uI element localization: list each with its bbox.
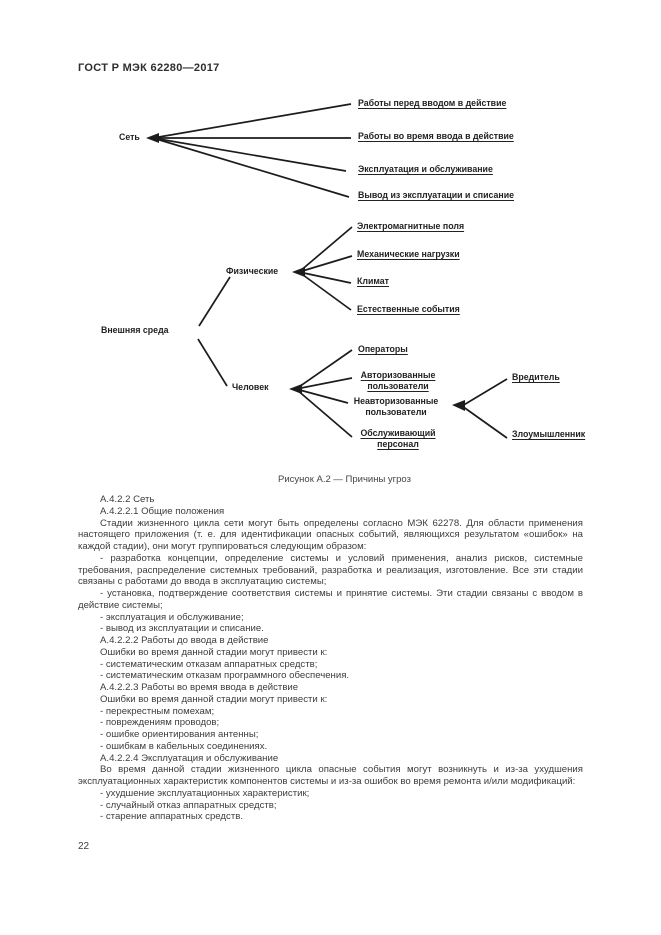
leaf-operation-and-maintenance: Эксплуатация и обслуживание — [358, 164, 493, 174]
list-item: - перекрестным помехам; — [100, 705, 215, 717]
list-item: - вывод из эксплуатации и списание. — [100, 623, 264, 635]
section-heading: А.4.2.2.1 Общие положения — [100, 505, 225, 517]
list-item: - повреждениям проводов; — [100, 717, 220, 729]
leaf-electromagnetic-fields: Электромагнитные поля — [357, 221, 465, 231]
paragraph: Ошибки во время данной стадии могут прив… — [100, 646, 328, 658]
section-heading: А.4.2.2.3 Работы во время ввода в действ… — [100, 682, 299, 693]
standard-code-header: ГОСТ Р МЭК 62280—2017 — [78, 62, 220, 74]
paragraph: Ошибки во время данной стадии могут прив… — [100, 693, 328, 705]
leaf-mechanical-loads: Механические нагрузки — [357, 249, 460, 259]
section-heading: А.4.2.2.4 Эксплуатация и обслуживание — [100, 752, 279, 764]
node-environment: Внешняя среда — [101, 325, 169, 335]
list-item: - ошибке ориентирования антенны; — [100, 729, 259, 740]
node-network: Сеть — [119, 132, 140, 142]
paragraph: Во время данной стадии жизненного цикла … — [78, 764, 583, 787]
leaf-unauthorized-users: Неавторизованные пользователи — [353, 396, 439, 417]
body-text: А.4.2.2 Сеть А.4.2.2.1 Общие положения С… — [78, 494, 583, 823]
node-physical: Физические — [226, 266, 279, 276]
leaf-natural-events: Естественные события — [357, 304, 460, 314]
list-item: - эксплуатация и обслуживание; — [100, 611, 244, 623]
section-heading: А.4.2.2 Сеть — [100, 494, 155, 505]
leaf-authorized-users: Авторизованные пользователи — [360, 370, 436, 391]
list-item: - ошибкам в кабельных соединениях. — [100, 740, 268, 752]
list-item: - разработка концепции, определение сист… — [78, 552, 583, 588]
leaf-climate: Климат — [357, 276, 389, 286]
list-item: - установка, подтверждение соответствия … — [78, 588, 583, 611]
leaf-service-personnel: Обслуживающий персонал — [360, 428, 436, 449]
leaf-works-before-commissioning: Работы перед вводом в действие — [358, 98, 507, 108]
list-item: - старение аппаратных средств. — [100, 811, 243, 823]
paragraph: Стадии жизненного цикла сети могут быть … — [78, 517, 583, 553]
leaf-vandal: Вредитель — [512, 372, 560, 382]
node-human: Человек — [232, 382, 269, 392]
leaf-operators: Операторы — [358, 344, 408, 354]
section-heading: А.4.2.2.2 Работы до ввода в действие — [100, 635, 269, 646]
list-item: - систематическим отказам аппаратных сре… — [100, 658, 318, 670]
list-item: - ухудшение эксплуатационных характерист… — [100, 787, 310, 799]
list-item: - случайный отказ аппаратных средств; — [100, 799, 277, 811]
page-number: 22 — [78, 841, 90, 852]
figure-caption: Рисунок А.2 — Причины угроз — [278, 474, 411, 485]
leaf-works-during-commissioning: Работы во время ввода в действие — [358, 131, 514, 141]
leaf-decommissioning-and-disposal: Вывод из эксплуатации и списание — [358, 190, 514, 200]
list-item: - систематическим отказам программного о… — [100, 670, 350, 682]
leaf-malicious-attacker: Злоумышленник — [512, 429, 586, 439]
